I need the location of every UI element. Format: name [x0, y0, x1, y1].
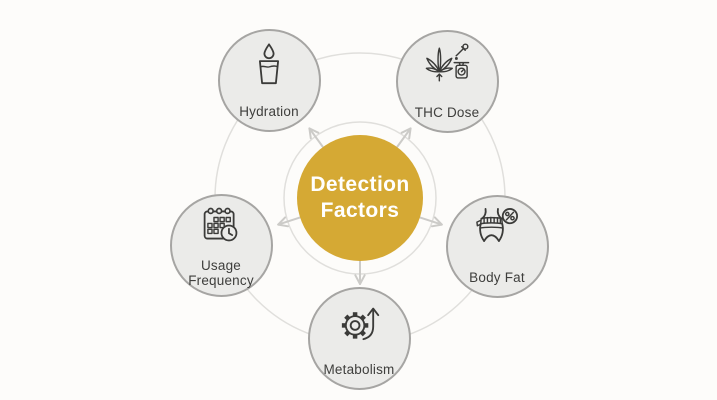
factor-label-thc-dose: THC Dose — [414, 104, 480, 120]
factor-circle-metabolism: Metabolism — [307, 286, 411, 390]
center-title-line2: Factors — [320, 199, 400, 222]
factor-circle-thc-dose: THC Dose — [395, 29, 499, 133]
detection-factors-circle: Detection Factors — [297, 135, 423, 261]
factor-label-hydration: Hydration — [239, 103, 299, 119]
waist-tape-percent-icon — [476, 207, 518, 242]
center-title-line1: Detection — [310, 173, 410, 196]
water-glass-icon — [258, 42, 280, 84]
factor-circle-usage-frequency: Usage Frequency — [169, 193, 273, 297]
factor-circle-hydration: Hydration — [217, 28, 321, 132]
factor-label-body-fat: Body Fat — [469, 269, 525, 285]
factor-label-metabolism: Metabolism — [323, 361, 395, 377]
factor-circle-body-fat: Body Fat — [445, 194, 549, 298]
calendar-grid — [207, 216, 231, 234]
calendar-clock-icon — [203, 207, 238, 241]
factor-label-usage-frequency: Usage Frequency — [188, 257, 254, 288]
gear-up-arrow-icon — [341, 307, 380, 340]
center-title: Detection Factors — [310, 172, 409, 224]
cannabis-dropper-scale-icon — [425, 42, 470, 82]
